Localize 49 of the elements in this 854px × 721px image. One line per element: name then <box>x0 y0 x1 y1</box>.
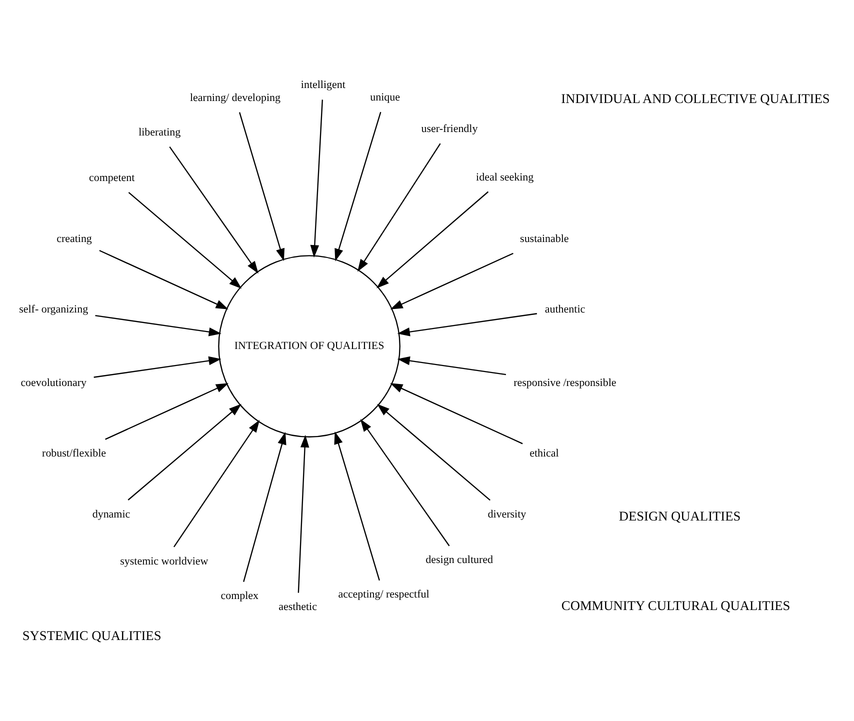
node-circle: INTEGRATION OF QUALITIES <box>218 254 400 437</box>
arrow <box>397 312 537 336</box>
node-text: self- organizing <box>19 302 88 315</box>
node-text: accepting/ respectful <box>338 588 430 600</box>
arrow <box>238 112 285 261</box>
arrow <box>94 356 222 378</box>
label: DESIGN QUALITIES <box>618 508 741 524</box>
node-text: diversity <box>488 508 526 520</box>
node-text: robust/flexible <box>42 446 106 459</box>
node-text: complex <box>220 589 259 602</box>
label: COMMUNITY CULTURAL QUALITIES <box>561 598 790 613</box>
arrow <box>95 314 222 336</box>
node-text: dynamic <box>92 508 130 520</box>
node-text: ideal seeking <box>476 170 534 183</box>
arrow <box>376 190 489 288</box>
arrow <box>298 434 310 592</box>
node-text: coevolutionary <box>20 376 86 388</box>
node-text: systemic worldview <box>120 554 208 567</box>
node-text: unique <box>370 91 400 104</box>
node-text: aesthetic <box>278 600 317 613</box>
node-text: liberating <box>138 126 181 138</box>
arrow <box>169 146 258 274</box>
node-text: ethical <box>530 446 559 459</box>
node-text: learning/ developing <box>190 91 280 104</box>
label: SYSTEMIC QUALITIES <box>22 627 162 642</box>
arrow <box>376 403 490 500</box>
arrow <box>360 418 450 546</box>
node-text: intelligent <box>300 78 346 91</box>
arrow <box>334 431 380 580</box>
arrow <box>310 99 323 258</box>
arrow <box>243 431 286 582</box>
node-text: sustainable <box>520 232 569 245</box>
arrow <box>357 142 441 272</box>
arrow <box>128 403 242 500</box>
arrow <box>105 382 229 440</box>
node-text: user-friendly <box>421 122 478 135</box>
arrow <box>334 111 382 261</box>
arrow <box>390 252 514 309</box>
node-text: competent <box>89 172 135 184</box>
arrow <box>390 382 523 444</box>
node-text: creating <box>56 232 92 244</box>
node-text: responsive /responsible <box>514 376 616 388</box>
arrow <box>128 192 242 288</box>
node-text: authentic <box>544 303 586 315</box>
arrow <box>173 419 260 547</box>
node-text: design cultured <box>426 554 493 566</box>
arrow <box>397 356 506 375</box>
label: INDIVIDUAL AND COLLECTIVE QUALITIES <box>561 90 830 106</box>
arrow <box>99 249 228 309</box>
